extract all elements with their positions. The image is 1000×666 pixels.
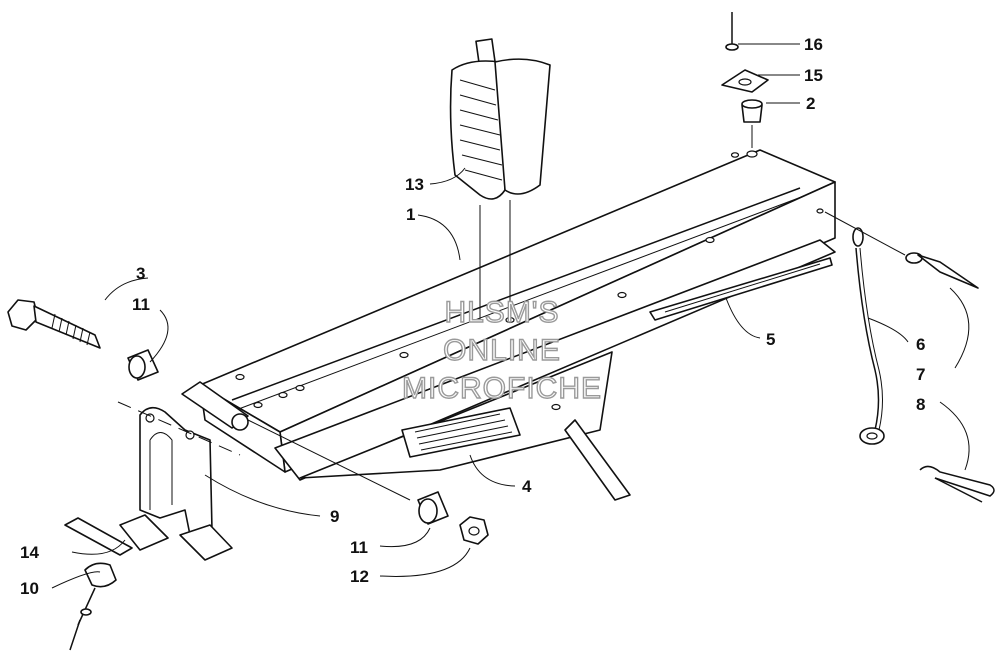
callout-16: 16 <box>804 35 823 54</box>
warning-decal <box>401 407 521 458</box>
lanyard <box>852 227 885 445</box>
callout-1: 1 <box>406 205 415 224</box>
callout-14: 14 <box>20 543 39 562</box>
callout-12: 12 <box>350 567 369 586</box>
callout-9: 9 <box>330 507 339 526</box>
watermark: HLSM'S ONLINE MICROFICHE <box>401 295 602 405</box>
callout-11-left: 11 <box>132 295 150 314</box>
leader-lines <box>51 43 970 589</box>
plate <box>64 517 133 556</box>
rivet <box>69 562 117 651</box>
nut <box>459 516 489 545</box>
bushing-left <box>127 349 159 381</box>
hair-clip <box>919 465 995 503</box>
callout-15: 15 <box>804 66 823 85</box>
callout-2: 2 <box>806 94 815 113</box>
callout-labels: 16 15 2 13 1 3 11 5 6 7 8 4 9 14 11 10 1… <box>20 35 925 598</box>
callout-4: 4 <box>522 477 532 496</box>
callout-7: 7 <box>916 365 925 384</box>
foot-pad <box>449 38 551 320</box>
step-board <box>199 149 836 501</box>
watermark-line-3: MICROFICHE <box>402 372 602 405</box>
callout-13: 13 <box>405 175 424 194</box>
board-holes <box>235 150 824 411</box>
reflector-strip <box>649 257 833 321</box>
callout-10: 10 <box>20 579 39 598</box>
bracket <box>117 401 241 561</box>
callout-3: 3 <box>136 264 145 283</box>
callout-6: 6 <box>916 335 925 354</box>
bolt <box>7 299 101 349</box>
bushing-right <box>417 491 449 525</box>
callout-11-right: 11 <box>350 538 368 557</box>
callout-8: 8 <box>916 395 925 414</box>
top-hardware <box>721 12 769 148</box>
pin <box>824 211 979 289</box>
watermark-line-2: ONLINE <box>443 334 561 367</box>
callout-5: 5 <box>766 330 775 349</box>
pivot-tube <box>181 381 411 501</box>
watermark-line-1: HLSM'S <box>444 296 559 329</box>
